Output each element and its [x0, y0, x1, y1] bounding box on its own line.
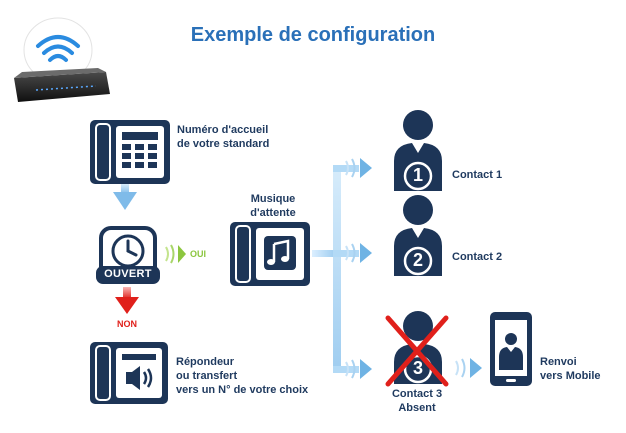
renvoi-label: Renvoi vers Mobile [540, 355, 601, 383]
clock-icon [96, 226, 160, 284]
contact-3-line-2: Absent [398, 402, 436, 414]
ouvert-badge: OUVERT [104, 268, 152, 280]
person-icon [394, 195, 442, 276]
musique-label: Musique d'attente [246, 192, 300, 220]
arrow-to-contact-2 [345, 243, 372, 263]
arrow-non [115, 287, 139, 314]
contact-3-label: Contact 3 Absent [386, 387, 448, 415]
arrow-to-mobile [455, 358, 482, 378]
mobile-phone-icon [490, 312, 532, 386]
non-label: NON [117, 319, 137, 329]
accueil-line-2: de votre standard [177, 138, 270, 150]
accueil-line-1: Numéro d'accueil [177, 124, 269, 136]
repondeur-line-1: Répondeur [176, 356, 235, 368]
renvoi-line-2: vers Mobile [540, 370, 601, 382]
oui-label: OUI [190, 249, 207, 259]
wifi-router-icon [14, 17, 110, 102]
contact-3-line-1: Contact 3 [391, 388, 443, 400]
arrow-to-contact-1 [345, 158, 372, 178]
arrow-down-blue [113, 184, 137, 210]
desk-phone-icon [90, 120, 170, 184]
red-cross-icon [385, 315, 449, 387]
repondeur-label: Répondeur ou transfert vers un N° de vot… [176, 355, 308, 397]
musique-line-1: Musique [250, 193, 296, 205]
contact-1-badge: 1 [412, 165, 423, 185]
contact-3-badge: 3 [412, 358, 423, 378]
contact-2-label: Contact 2 [452, 251, 503, 263]
arrow-oui [165, 244, 186, 264]
page-title: Exemple de configuration [190, 24, 436, 46]
contact-2-badge: 2 [412, 250, 423, 270]
accueil-label: Numéro d'accueil de votre standard [177, 123, 269, 151]
speaker-phone-icon [90, 342, 168, 404]
distribution-connector [312, 165, 359, 373]
music-phone-icon [230, 222, 310, 286]
person-icon [394, 110, 442, 191]
repondeur-line-3: vers un N° de votre choix [176, 384, 309, 396]
renvoi-line-1: Renvoi [540, 356, 577, 368]
musique-line-2: d'attente [250, 207, 296, 219]
contact-1-label: Contact 1 [452, 169, 503, 181]
arrow-to-contact-3 [345, 359, 372, 379]
repondeur-line-2: ou transfert [176, 370, 238, 382]
